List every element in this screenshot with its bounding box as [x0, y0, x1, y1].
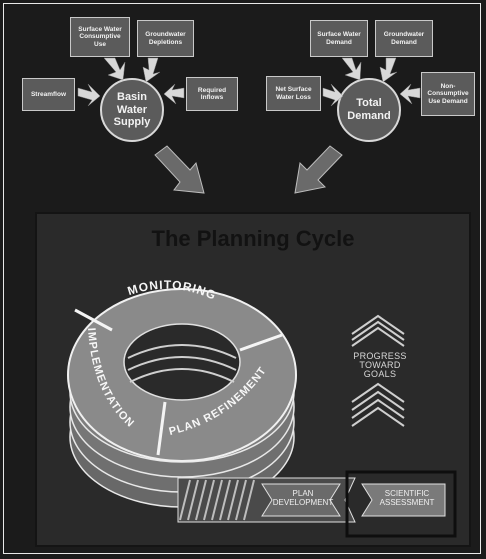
arrow-icon	[163, 83, 185, 105]
non-consumptive-use-demand-box: Non-Consumptive Use Demand	[421, 72, 475, 116]
total-demand-hub: Total Demand	[337, 78, 401, 142]
supply-to-cycle-arrow-icon	[154, 145, 205, 194]
plan-development-label: PLAN DEVELOPMENT	[272, 489, 334, 507]
progress-toward-goals-label: PROGRESS TOWARD GOALS	[353, 351, 407, 379]
arrow-icon	[77, 83, 101, 107]
surface-water-demand-box: Surface Water Demand	[310, 20, 368, 57]
arrow-icon	[379, 57, 398, 83]
planning-cycle-title: The Planning Cycle	[151, 226, 355, 251]
basin-water-supply-hub: Basin Water Supply	[100, 78, 164, 142]
scientific-assessment-label: SCIENTIFIC ASSESSMENT	[379, 489, 435, 507]
outer-frame	[3, 3, 481, 554]
groundwater-depletions-box: Groundwater Depletions	[137, 20, 194, 57]
arrow-icon	[322, 83, 344, 107]
arrow-icon	[103, 57, 126, 81]
arrow-icon	[341, 57, 362, 81]
streamflow-box: Streamflow	[22, 78, 75, 111]
demand-to-cycle-arrow-icon	[294, 145, 343, 194]
surface-water-consumptive-use-box: Surface Water Consumptive Use	[70, 17, 130, 57]
arrow-icon	[142, 57, 161, 83]
required-inflows-box: Required Inflows	[186, 77, 238, 111]
net-surface-water-loss-box: Net Surface Water Loss	[266, 76, 321, 111]
arrow-icon	[399, 83, 421, 105]
groundwater-demand-box: Groundwater Demand	[375, 20, 433, 57]
